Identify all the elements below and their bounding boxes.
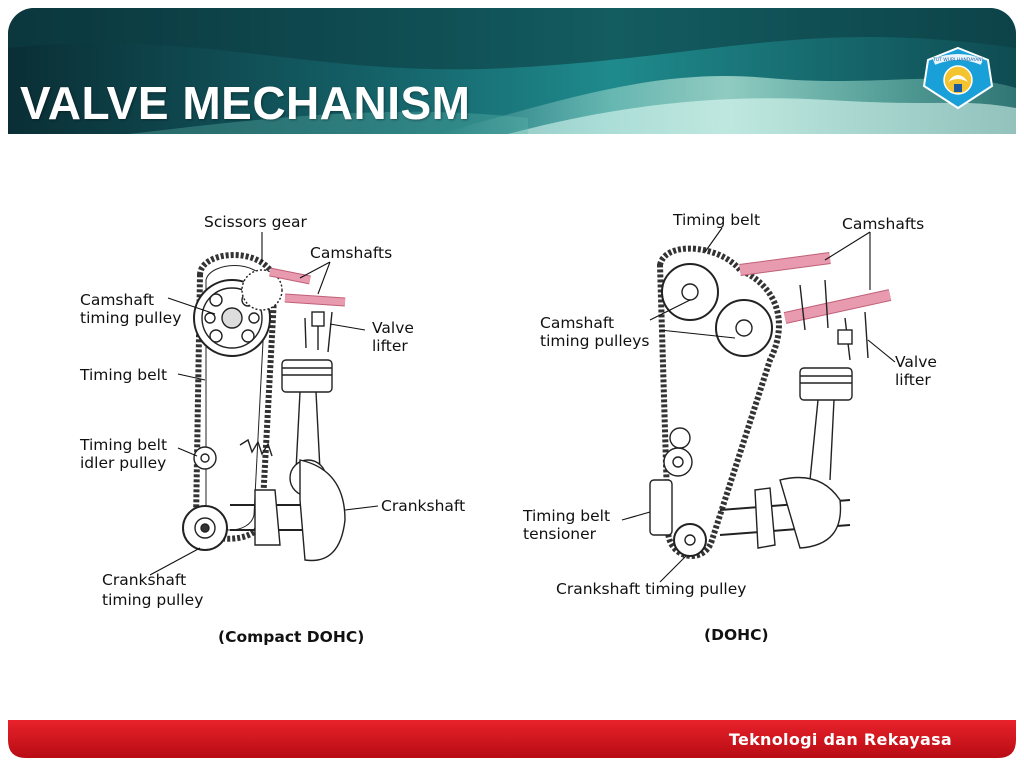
- label-crankshaft-timing-pulley-left-line2: timing pulley: [102, 591, 203, 609]
- compact-dohc-illustration: [182, 252, 346, 562]
- valve-mechanism-diagram: Scissors gear Camshafts Camshaft timing …: [79, 211, 937, 646]
- label-scissors-gear: Scissors gear: [204, 213, 308, 231]
- logo-text: TUT WURI HANDAYANI: [932, 57, 983, 63]
- header-banner: VALVE MECHANISM: [8, 8, 1016, 134]
- label-camshaft-timing-pulley-line2: timing pulley: [80, 309, 181, 327]
- left-leader-lines: [149, 232, 379, 576]
- page-title: VALVE MECHANISM: [20, 77, 471, 129]
- caption-dohc: (DOHC): [704, 626, 769, 644]
- label-crankshaft-left: Crankshaft: [381, 497, 465, 515]
- label-tensioner-line2: tensioner: [523, 525, 597, 543]
- label-timing-belt-right: Timing belt: [672, 211, 760, 229]
- label-valve-lifter-right-line2: lifter: [895, 371, 931, 389]
- tut-wuri-handayani-emblem-icon: TUT WURI HANDAYANI: [922, 46, 994, 110]
- footer-bar: [8, 720, 1016, 758]
- label-crankshaft-timing-pulley-left-line1: Crankshaft: [102, 571, 186, 589]
- label-camshaft-timing-pulleys-line1: Camshaft: [540, 314, 614, 332]
- label-camshaft-timing-pulley-line1: Camshaft: [80, 291, 154, 309]
- footer-text: Teknologi dan Rekayasa: [728, 730, 952, 749]
- caption-compact-dohc: (Compact DOHC): [218, 628, 364, 646]
- label-tensioner-line1: Timing belt: [522, 507, 610, 525]
- dohc-illustration: [649, 245, 892, 559]
- label-valve-lifter-right-line1: Valve: [895, 353, 937, 371]
- label-camshafts-right: Camshafts: [842, 215, 924, 233]
- label-crankshaft-timing-pulley-right: Crankshaft timing pulley: [556, 580, 746, 598]
- right-leader-lines: [621, 227, 896, 583]
- label-camshafts-left: Camshafts: [310, 244, 392, 262]
- header-background: [8, 8, 1016, 134]
- label-idler-pulley-line1: Timing belt: [79, 436, 167, 454]
- label-idler-pulley-line2: idler pulley: [80, 454, 166, 472]
- label-valve-lifter-left-line2: lifter: [372, 337, 408, 355]
- label-timing-belt-left: Timing belt: [79, 366, 167, 384]
- label-valve-lifter-left-line1: Valve: [372, 319, 414, 337]
- label-camshaft-timing-pulleys-line2: timing pulleys: [540, 332, 649, 350]
